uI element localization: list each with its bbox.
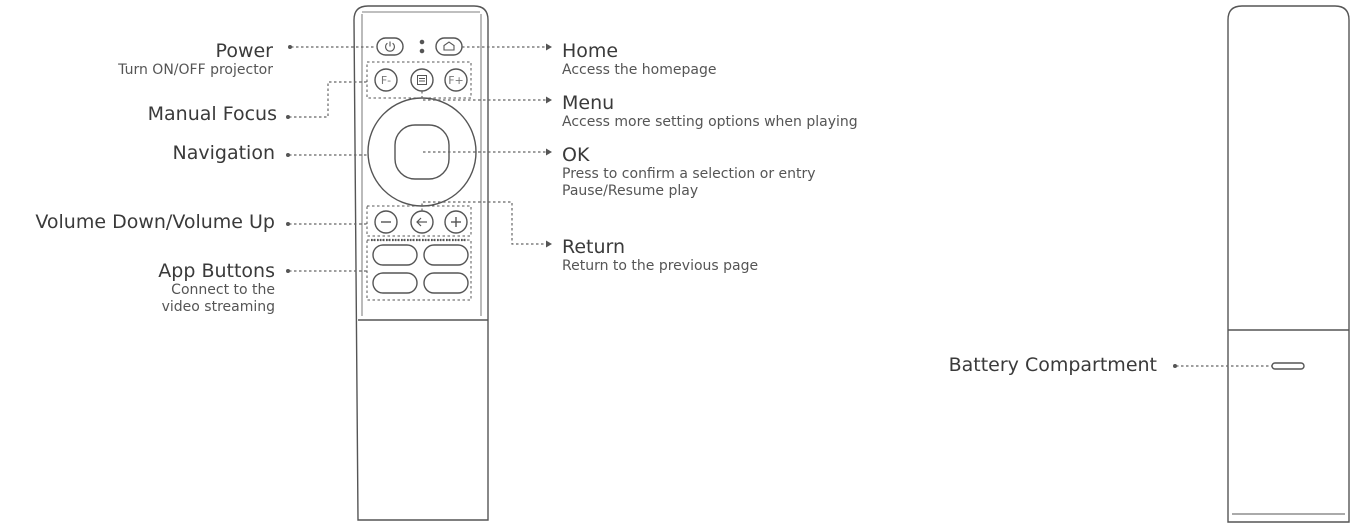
label-return: Return Return to the previous page	[562, 237, 758, 275]
label-app-buttons-desc1: Connect to the	[171, 282, 275, 298]
back-arrow-icon	[416, 217, 427, 227]
label-menu-desc: Access more setting options when playing	[562, 114, 858, 130]
app-group-outline	[366, 239, 472, 301]
volume-group-outline	[366, 205, 472, 237]
app-button-4[interactable]	[423, 272, 469, 294]
label-ok: OK Press to confirm a selection or entry…	[562, 145, 816, 200]
label-home: Home Access the homepage	[562, 41, 716, 79]
label-ok-desc2: Pause/Resume play	[562, 183, 699, 199]
label-manual-focus-title: Manual Focus	[147, 103, 277, 125]
indicator-dot	[419, 48, 425, 54]
app-button-3[interactable]	[372, 272, 418, 294]
label-app-buttons-title: App Buttons	[158, 260, 275, 282]
battery-latch[interactable]	[1271, 362, 1305, 370]
label-manual-focus: Manual Focus	[148, 104, 277, 125]
label-return-desc: Return to the previous page	[562, 258, 759, 274]
ok-button[interactable]	[394, 124, 450, 180]
app-button-1[interactable]	[372, 244, 418, 266]
indicator-dot	[419, 39, 425, 45]
leader-lines	[289, 46, 1272, 367]
label-battery: Battery Compartment	[949, 355, 1157, 376]
app-button-2[interactable]	[423, 244, 469, 266]
leader-return	[421, 201, 546, 245]
label-app-buttons: App Buttons Connect to the video streami…	[158, 261, 275, 316]
volume-up-button[interactable]	[444, 210, 468, 234]
menu-button[interactable]	[410, 68, 434, 92]
label-volume: Volume Down/Volume Up	[35, 212, 275, 233]
home-button[interactable]	[435, 37, 463, 56]
menu-icon	[417, 75, 427, 85]
focus-plus-button[interactable]	[444, 68, 468, 92]
remote-rear	[1227, 5, 1350, 523]
label-app-buttons-desc2: video streaming	[161, 299, 275, 315]
label-home-title: Home	[562, 40, 619, 62]
label-home-desc: Access the homepage	[562, 62, 717, 78]
focus-plus-label: F+	[448, 74, 464, 87]
power-icon	[385, 41, 395, 52]
label-volume-title: Volume Down/Volume Up	[35, 211, 275, 233]
leader-ends	[286, 43, 1177, 368]
home-icon	[443, 41, 455, 51]
focus-minus-label: F-	[381, 74, 391, 87]
leader-manual-focus	[289, 81, 367, 118]
label-navigation-title: Navigation	[172, 142, 275, 164]
label-power: Power Turn ON/OFF projector	[118, 41, 273, 79]
label-menu-title: Menu	[562, 92, 615, 114]
label-return-title: Return	[562, 236, 626, 258]
remote-front	[353, 5, 489, 521]
label-power-title: Power	[215, 40, 273, 62]
label-power-desc: Turn ON/OFF projector	[118, 62, 273, 78]
label-battery-title: Battery Compartment	[948, 354, 1157, 376]
leader-menu	[421, 91, 546, 101]
label-menu: Menu Access more setting options when pl…	[562, 93, 858, 131]
label-ok-desc1: Press to confirm a selection or entry	[562, 166, 816, 182]
power-button[interactable]	[376, 37, 404, 56]
label-ok-title: OK	[562, 144, 590, 166]
volume-down-button[interactable]	[374, 210, 398, 234]
label-navigation: Navigation	[173, 143, 275, 164]
focus-minus-button[interactable]	[374, 68, 398, 92]
